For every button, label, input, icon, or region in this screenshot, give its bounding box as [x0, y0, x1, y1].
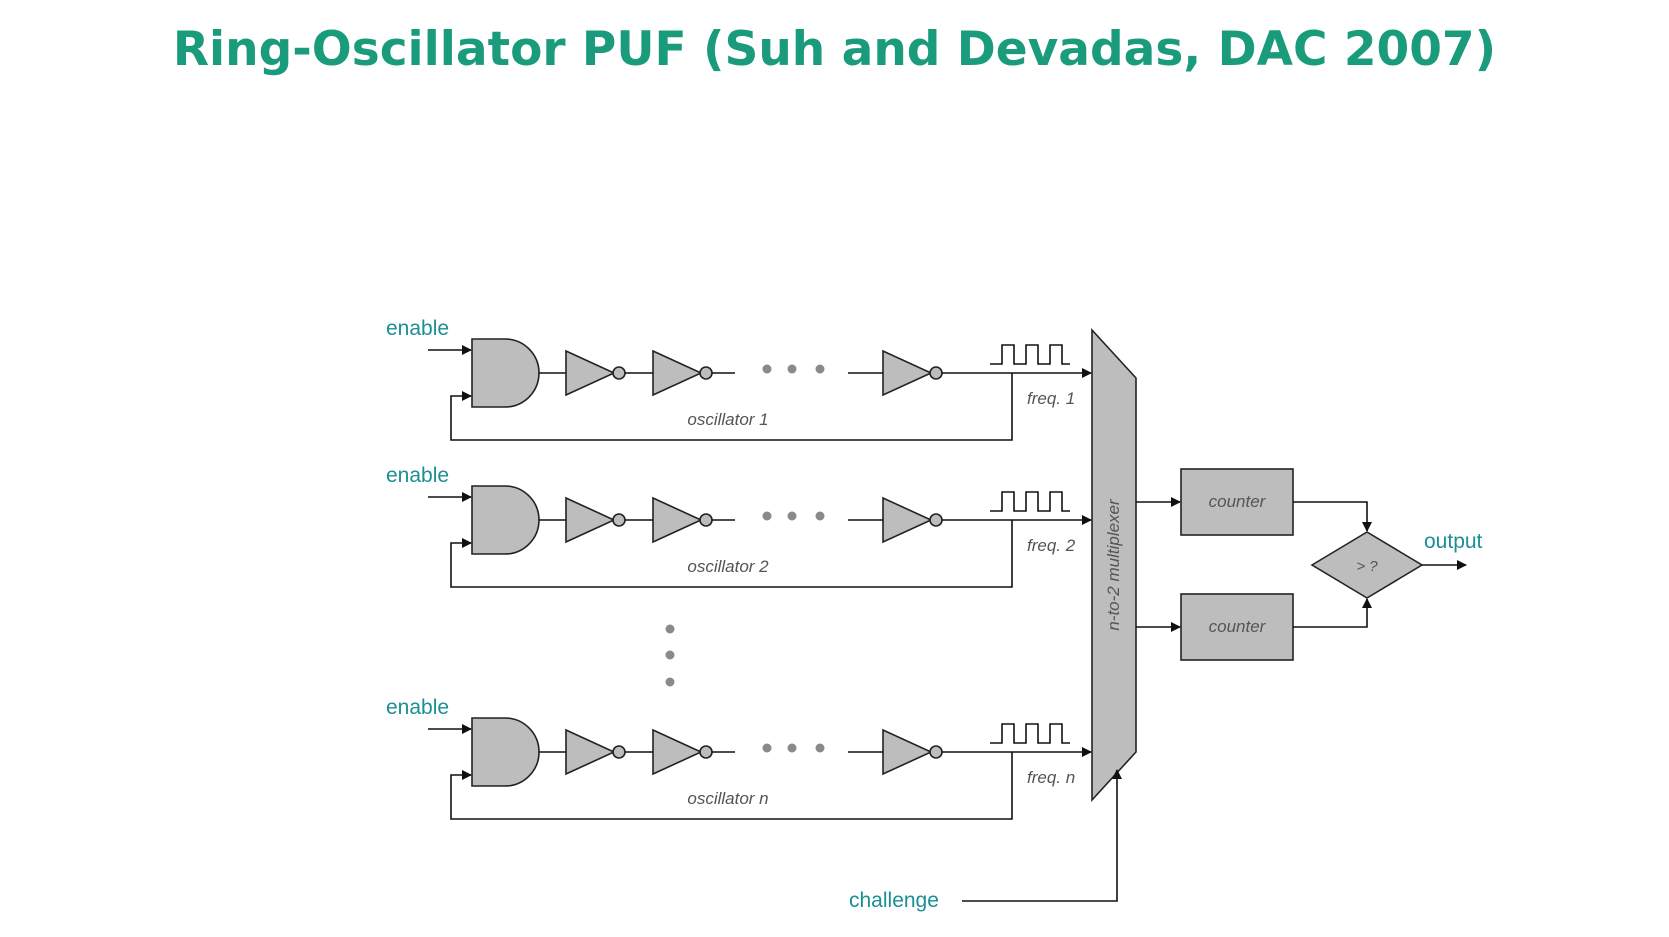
counter-1-label: counter [1209, 492, 1267, 511]
challenge-label: challenge [849, 889, 939, 912]
and-gate-icon [471, 338, 540, 408]
inverter-bubble-icon [699, 366, 713, 380]
multiplexer: n-to-2 multiplexer [1091, 327, 1137, 803]
oscillator-row-2: enable freq. 2 oscillator 2 [386, 464, 1092, 588]
inverter-icon [652, 728, 703, 776]
inverter-bubble-icon [929, 745, 943, 759]
oscillator-name: oscillator 2 [687, 557, 769, 576]
counter-2-wire [1293, 598, 1372, 628]
inverter-bubble-icon [612, 513, 626, 527]
counter-2: counter [1180, 593, 1294, 661]
vertical-ellipsis-icon [665, 624, 675, 687]
inverter-icon [882, 728, 933, 776]
square-wave-icon [990, 723, 1070, 744]
oscillator-name: oscillator 1 [687, 410, 768, 429]
counter-1-wire [1293, 501, 1372, 532]
inverter-icon [652, 496, 703, 544]
freq-label: freq. 2 [1027, 536, 1076, 555]
and-gate-icon [471, 485, 540, 555]
inverter-icon [565, 728, 616, 776]
oscillator-row-1: enable freq. 1 oscillator 1 [386, 317, 1092, 441]
ellipsis-icon [762, 511, 825, 521]
challenge-wire [962, 769, 1122, 902]
comparator-label: > ? [1356, 558, 1378, 575]
ellipsis-icon [762, 364, 825, 374]
inverter-icon [882, 349, 933, 397]
inverter-bubble-icon [612, 745, 626, 759]
multiplexer-label: n-to-2 multiplexer [1104, 498, 1123, 631]
counter-1: counter [1180, 468, 1294, 536]
inverter-bubble-icon [699, 513, 713, 527]
and-gate-icon [471, 717, 540, 787]
ellipsis-icon [762, 743, 825, 753]
inverter-icon [565, 349, 616, 397]
enable-label: enable [386, 317, 449, 340]
inverter-icon [565, 496, 616, 544]
inverter-icon [882, 496, 933, 544]
feedback-wire [450, 752, 1013, 820]
square-wave-icon [990, 491, 1070, 512]
feedback-wire [450, 373, 1013, 441]
enable-label: enable [386, 464, 449, 487]
square-wave-icon [990, 344, 1070, 365]
inverter-bubble-icon [929, 513, 943, 527]
feedback-wire [450, 520, 1013, 588]
inverter-bubble-icon [929, 366, 943, 380]
inverter-icon [652, 349, 703, 397]
counter-2-label: counter [1209, 617, 1267, 636]
slide-title: Ring-Oscillator PUF (Suh and Devadas, DA… [172, 22, 1497, 77]
output-label: output [1424, 530, 1483, 553]
inverter-bubble-icon [612, 366, 626, 380]
comparator: > ? [1310, 531, 1424, 599]
freq-label: freq. 1 [1027, 389, 1075, 408]
freq-label: freq. n [1027, 768, 1075, 787]
oscillator-row-3: enable freq. n oscillator n [386, 696, 1092, 820]
inverter-bubble-icon [699, 745, 713, 759]
enable-label: enable [386, 696, 449, 719]
oscillator-name: oscillator n [687, 789, 768, 808]
